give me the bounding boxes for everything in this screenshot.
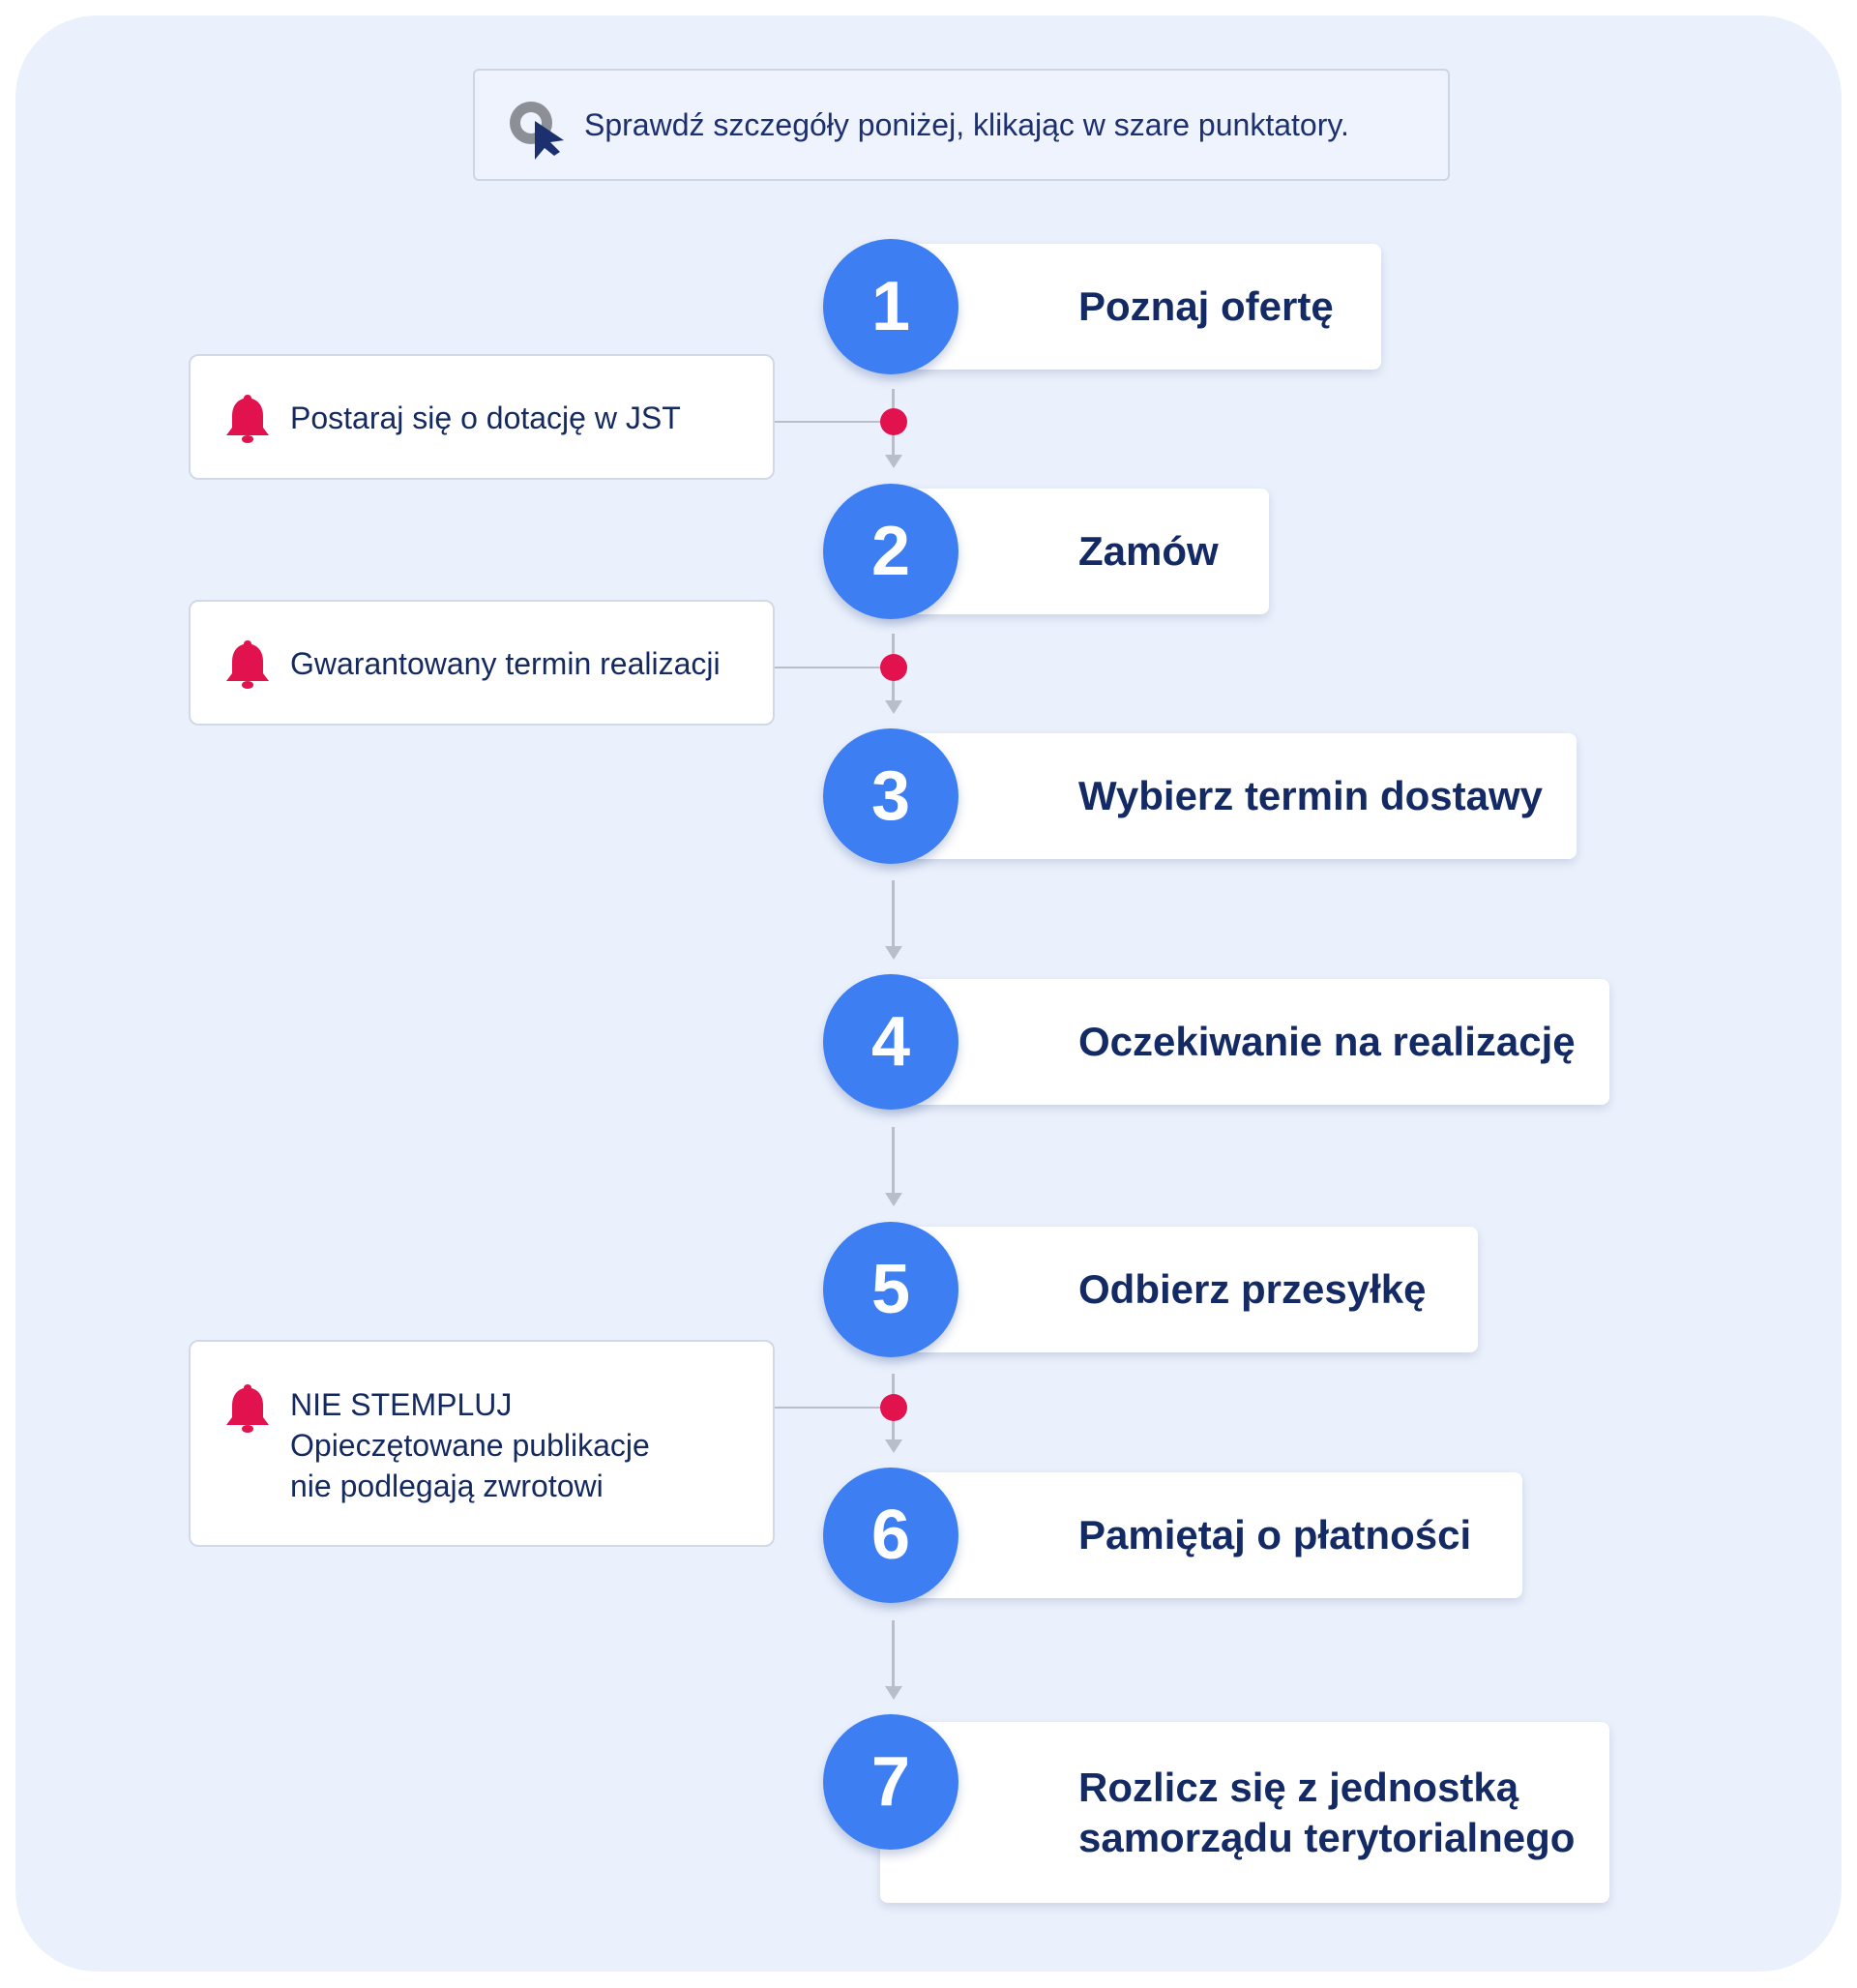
connector-6-7 bbox=[892, 1620, 895, 1688]
step-4-badge[interactable]: 4 bbox=[823, 974, 958, 1110]
connector-4-5 bbox=[892, 1127, 895, 1195]
connector-3-4 bbox=[892, 880, 895, 948]
step-7-badge[interactable]: 7 bbox=[823, 1714, 958, 1850]
step-3-card[interactable]: Wybierz termin dostawy bbox=[880, 733, 1577, 859]
bell-icon bbox=[226, 1384, 269, 1433]
step-7-card[interactable]: Rozlicz się z jednostką samorządu teryto… bbox=[880, 1722, 1609, 1903]
step-1-label: Poznaj ofertę bbox=[1078, 283, 1334, 329]
hint-box: Sprawdź szczegóły poniżej, klikając w sz… bbox=[473, 69, 1450, 181]
arrow-4-5 bbox=[885, 1193, 902, 1206]
step-4-label: Oczekiwanie na realizację bbox=[1078, 1019, 1576, 1064]
note-1-card[interactable]: Postaraj się o dotację w JST bbox=[189, 354, 775, 480]
step-1-badge[interactable]: 1 bbox=[823, 239, 958, 374]
arrow-2-3 bbox=[885, 700, 902, 714]
step-4-card[interactable]: Oczekiwanie na realizację bbox=[880, 979, 1609, 1105]
note-3-dot[interactable] bbox=[880, 1394, 907, 1421]
step-7-label-line-1: Rozlicz się z jednostką bbox=[1078, 1764, 1519, 1810]
step-6-card[interactable]: Pamiętaj o płatności bbox=[880, 1472, 1522, 1598]
arrow-3-4 bbox=[885, 946, 902, 960]
note-1-connector bbox=[775, 421, 891, 423]
note-2-text: Gwarantowany termin realizacji bbox=[290, 646, 721, 681]
note-2-dot[interactable] bbox=[880, 654, 907, 681]
note-3-title: NIE STEMPLUJ bbox=[290, 1387, 513, 1422]
note-3-line-1: Opieczętowane publikacje bbox=[290, 1428, 650, 1463]
note-1-dot[interactable] bbox=[880, 408, 907, 435]
note-3-line-2: nie podlegają zwrotowi bbox=[290, 1469, 604, 1503]
step-7-label-line-2: samorządu terytorialnego bbox=[1078, 1814, 1576, 1860]
step-6-badge[interactable]: 6 bbox=[823, 1468, 958, 1603]
arrow-5-6 bbox=[885, 1439, 902, 1453]
bell-icon bbox=[226, 395, 269, 443]
note-2-connector bbox=[775, 667, 891, 668]
note-3-card[interactable]: NIE STEMPLUJ Opieczętowane publikacje ni… bbox=[189, 1340, 775, 1547]
arrow-1-2 bbox=[885, 455, 902, 468]
arrow-6-7 bbox=[885, 1686, 902, 1700]
step-7-label: Rozlicz się z jednostką samorządu teryto… bbox=[1078, 1722, 1575, 1903]
step-2-label: Zamów bbox=[1078, 528, 1219, 574]
bell-icon bbox=[226, 640, 269, 689]
step-5-label: Odbierz przesyłkę bbox=[1078, 1266, 1427, 1312]
step-5-card[interactable]: Odbierz przesyłkę bbox=[880, 1227, 1478, 1352]
cursor-click-icon bbox=[510, 102, 564, 160]
note-3-connector bbox=[775, 1407, 891, 1409]
note-1-text: Postaraj się o dotację w JST bbox=[290, 401, 681, 435]
step-6-label: Pamiętaj o płatności bbox=[1078, 1512, 1472, 1558]
hint-text: Sprawdź szczegóły poniżej, klikając w sz… bbox=[584, 107, 1349, 142]
step-5-badge[interactable]: 5 bbox=[823, 1222, 958, 1357]
step-3-badge[interactable]: 3 bbox=[823, 728, 958, 864]
note-2-card[interactable]: Gwarantowany termin realizacji bbox=[189, 600, 775, 726]
step-2-badge[interactable]: 2 bbox=[823, 484, 958, 619]
step-3-label: Wybierz termin dostawy bbox=[1078, 773, 1544, 818]
step-1-card[interactable]: Poznaj ofertę bbox=[880, 244, 1381, 370]
